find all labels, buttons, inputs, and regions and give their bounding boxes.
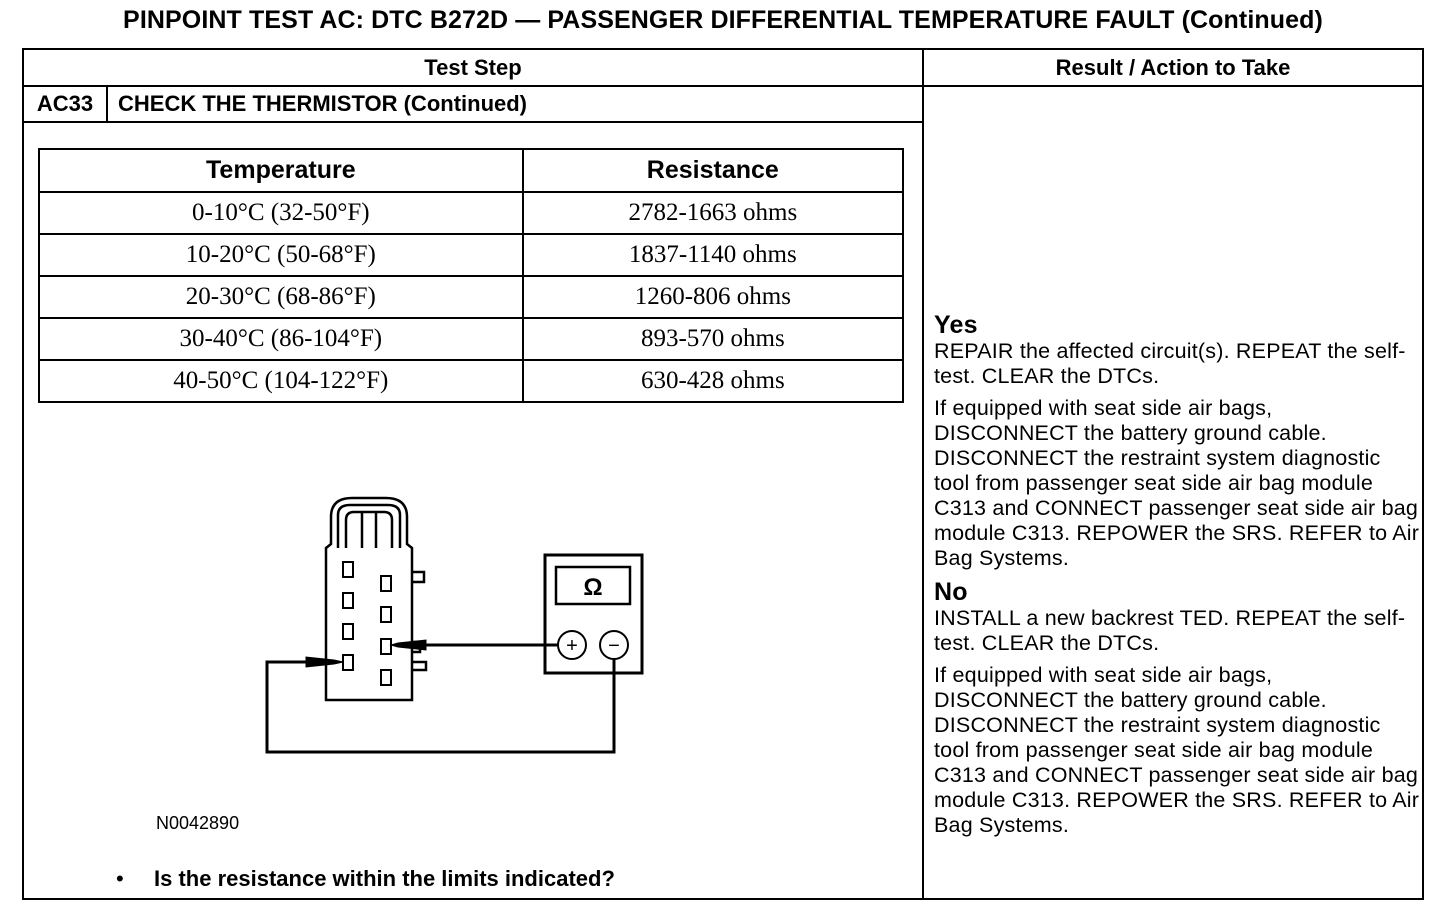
temperature-cell: 30-40°C (86-104°F)	[38, 317, 524, 361]
yes-note: If equipped with seat side air bags, DIS…	[934, 396, 1420, 570]
connector-ohmmeter-diagram: Ω + −	[265, 496, 644, 754]
resistance-cell: 1837-1140 ohms	[521, 233, 905, 277]
connector-icon	[324, 496, 428, 702]
connector-pins	[342, 561, 392, 686]
table-row: 40-50°C (104-122°F) 630-428 ohms	[38, 359, 905, 403]
temperature-cell: 40-50°C (104-122°F)	[38, 359, 524, 403]
temperature-header: Temperature	[38, 148, 524, 193]
yes-label: Yes	[934, 311, 978, 339]
negative-terminal-label: −	[608, 635, 620, 657]
table-row: 20-30°C (68-86°F) 1260-806 ohms	[38, 275, 905, 319]
yes-action: REPAIR the affected circuit(s). REPEAT t…	[934, 339, 1406, 388]
temperature-cell: 20-30°C (68-86°F)	[38, 275, 524, 319]
pinpoint-test-table: Test Step Result / Action to Take AC33 C…	[22, 48, 1424, 900]
step-divider	[24, 121, 922, 123]
ohmmeter-icon: Ω + −	[543, 553, 644, 675]
step-id: AC33	[36, 91, 94, 116]
resistance-cell: 893-570 ohms	[521, 317, 905, 361]
thermistor-spec-table: Temperature Resistance 0-10°C (32-50°F) …	[38, 148, 905, 403]
resistance-cell: 2782-1663 ohms	[521, 191, 905, 235]
no-note: If equipped with seat side air bags, DIS…	[934, 663, 1420, 837]
step-id-divider	[106, 87, 108, 121]
no-label: No	[934, 578, 968, 606]
probe-icon	[305, 639, 427, 668]
resistance-cell: 1260-806 ohms	[521, 275, 905, 319]
table-row: 30-40°C (86-104°F) 893-570 ohms	[38, 317, 905, 361]
resistance-header: Resistance	[521, 148, 905, 193]
temperature-cell: 0-10°C (32-50°F)	[38, 191, 524, 235]
test-step-header: Test Step	[424, 55, 522, 80]
spec-table-header-row: Temperature Resistance	[38, 148, 905, 193]
temperature-cell: 10-20°C (50-68°F)	[38, 233, 524, 277]
column-divider	[922, 50, 924, 898]
header-divider	[24, 85, 1422, 87]
figure-id: N0042890	[156, 813, 240, 833]
step-title: CHECK THE THERMISTOR (Continued)	[118, 91, 528, 116]
result-header: Result / Action to Take	[1055, 55, 1291, 80]
result-actions: Yes REPAIR the affected circuit(s). REPE…	[934, 311, 1420, 838]
resistance-cell: 630-428 ohms	[521, 359, 905, 403]
page-title: PINPOINT TEST AC: DTC B272D — PASSENGER …	[123, 6, 1323, 34]
test-leads	[265, 643, 616, 754]
bullet-icon: •	[116, 866, 124, 891]
positive-terminal-label: +	[566, 635, 578, 657]
table-row: 10-20°C (50-68°F) 1837-1140 ohms	[38, 233, 905, 277]
ohm-symbol: Ω	[583, 574, 602, 601]
table-row: 0-10°C (32-50°F) 2782-1663 ohms	[38, 191, 905, 235]
no-action: INSTALL a new backrest TED. REPEAT the s…	[934, 606, 1406, 655]
test-question: Is the resistance within the limits indi…	[154, 866, 615, 891]
